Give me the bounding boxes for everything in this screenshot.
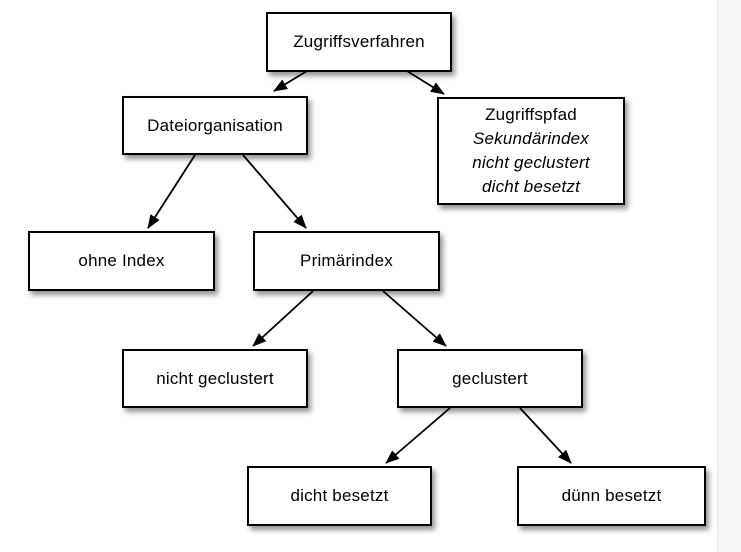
node-dicht-besetzt: dicht besetzt	[247, 466, 432, 526]
edge-zugriffsverfahren-to-zugriffspfad	[406, 70, 445, 95]
node-label: Dateiorganisation	[147, 115, 283, 135]
node-label: Zugriffspfad	[485, 105, 577, 124]
node-label: Primärindex	[300, 251, 393, 270]
node-label: Zugriffsverfahren	[293, 32, 425, 51]
edge-zugriffsverfahren-to-dateiorganisation	[273, 70, 308, 92]
edge-geclustert-to-dicht-besetzt	[385, 407, 451, 464]
edge-dateiorganisation-to-ohne-index	[147, 154, 196, 229]
node-ohne-index: ohne Index	[28, 231, 215, 291]
node-zugriffsverfahren: Zugriffsverfahren	[266, 12, 452, 72]
node-geclustert: geclustert	[397, 349, 583, 408]
node-label: nicht geclustert	[156, 368, 274, 388]
edge-geclustert-to-duenn-besetzt	[519, 407, 572, 464]
node-label: dünn besetzt	[561, 486, 662, 505]
node-nicht-geclustert: nicht geclustert	[122, 349, 308, 408]
node-dateiorganisation: Dateiorganisation	[122, 96, 308, 155]
node-duenn-besetzt: dünn besetzt	[517, 466, 706, 526]
node-label: ohne Index	[78, 251, 165, 270]
node-label: Sekundärindex	[472, 129, 589, 148]
right-background-band	[717, 0, 741, 552]
node-label: nicht geclustert	[472, 153, 590, 172]
edge-primaerindex-to-nicht-geclustert	[252, 290, 314, 347]
node-primaerindex: Primärindex	[253, 231, 440, 291]
node-label: geclustert	[452, 368, 528, 388]
node-label: dicht besetzt	[481, 177, 581, 196]
edge-dateiorganisation-to-primaerindex	[242, 154, 307, 229]
edge-layer	[147, 70, 572, 464]
edge-primaerindex-to-geclustert	[382, 290, 447, 347]
node-label: dicht besetzt	[290, 486, 389, 505]
